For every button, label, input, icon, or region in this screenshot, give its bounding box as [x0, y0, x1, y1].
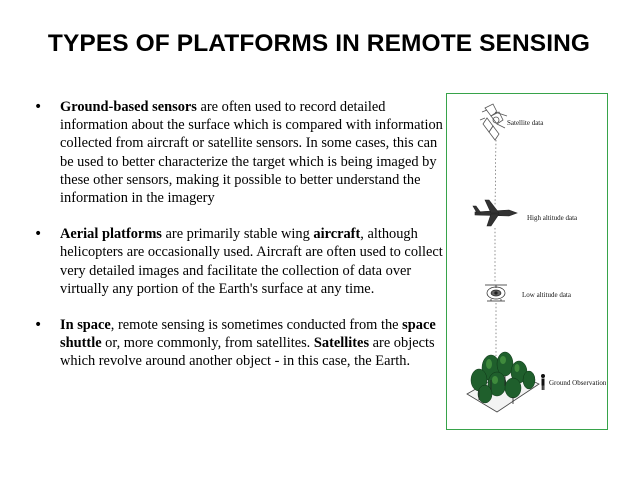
bullet-marker: •	[34, 317, 43, 334]
bold-term: aircraft	[313, 226, 361, 243]
bullet-text: Ground-based sensors are often used to r…	[60, 99, 443, 206]
satellite-icon	[479, 103, 508, 141]
bullet-text: Aerial platforms are primarily stable wi…	[60, 226, 443, 297]
bullet-space: • In space, remote sensing is sometimes …	[34, 316, 444, 371]
platforms-diagram: Satellite data High altitude data Low al…	[466, 103, 606, 413]
bullet-aerial: • Aerial platforms are primarily stable …	[34, 225, 444, 298]
bullet-marker: •	[34, 226, 43, 243]
platforms-figure: Satellite data High altitude data Low al…	[446, 93, 608, 430]
bullet-ground-based: • Ground-based sensors are often used to…	[34, 98, 444, 207]
bold-term: space shuttle	[60, 317, 436, 352]
bold-term: In space	[60, 317, 111, 334]
low-altitude-label: Low altitude data	[522, 291, 572, 299]
body-text: , although helicopters are occasionally …	[60, 226, 443, 297]
body-text: or, more commonly, from satellites.	[101, 335, 314, 352]
body-text: , remote sensing is sometimes conducted …	[110, 317, 403, 334]
ground-observation-label: Ground Observation	[549, 379, 606, 387]
bullet-text: In space, remote sensing is sometimes co…	[60, 317, 436, 369]
slide-title: TYPES OF PLATFORMS IN REMOTE SENSING	[47, 30, 591, 57]
bold-term: Satellites	[313, 335, 370, 352]
bullet-list: • Ground-based sensors are often used to…	[34, 98, 444, 371]
helicopter-icon	[485, 284, 507, 302]
trees-icon	[466, 351, 540, 413]
person-icon	[541, 374, 545, 390]
signal-line	[494, 139, 497, 207]
high-altitude-label: High altitude data	[527, 214, 578, 222]
body-text: are primarily stable wing	[161, 226, 314, 243]
bold-term: Ground-based sensors	[60, 99, 197, 115]
airplane-icon	[472, 199, 518, 227]
bold-term: Aerial platforms	[60, 226, 162, 243]
body-text: are often used to record detailed inform…	[60, 99, 443, 207]
satellite-data-label: Satellite data	[507, 119, 544, 127]
body-text: are objects which revolve around another…	[60, 335, 435, 370]
bullet-marker: •	[34, 99, 43, 115]
